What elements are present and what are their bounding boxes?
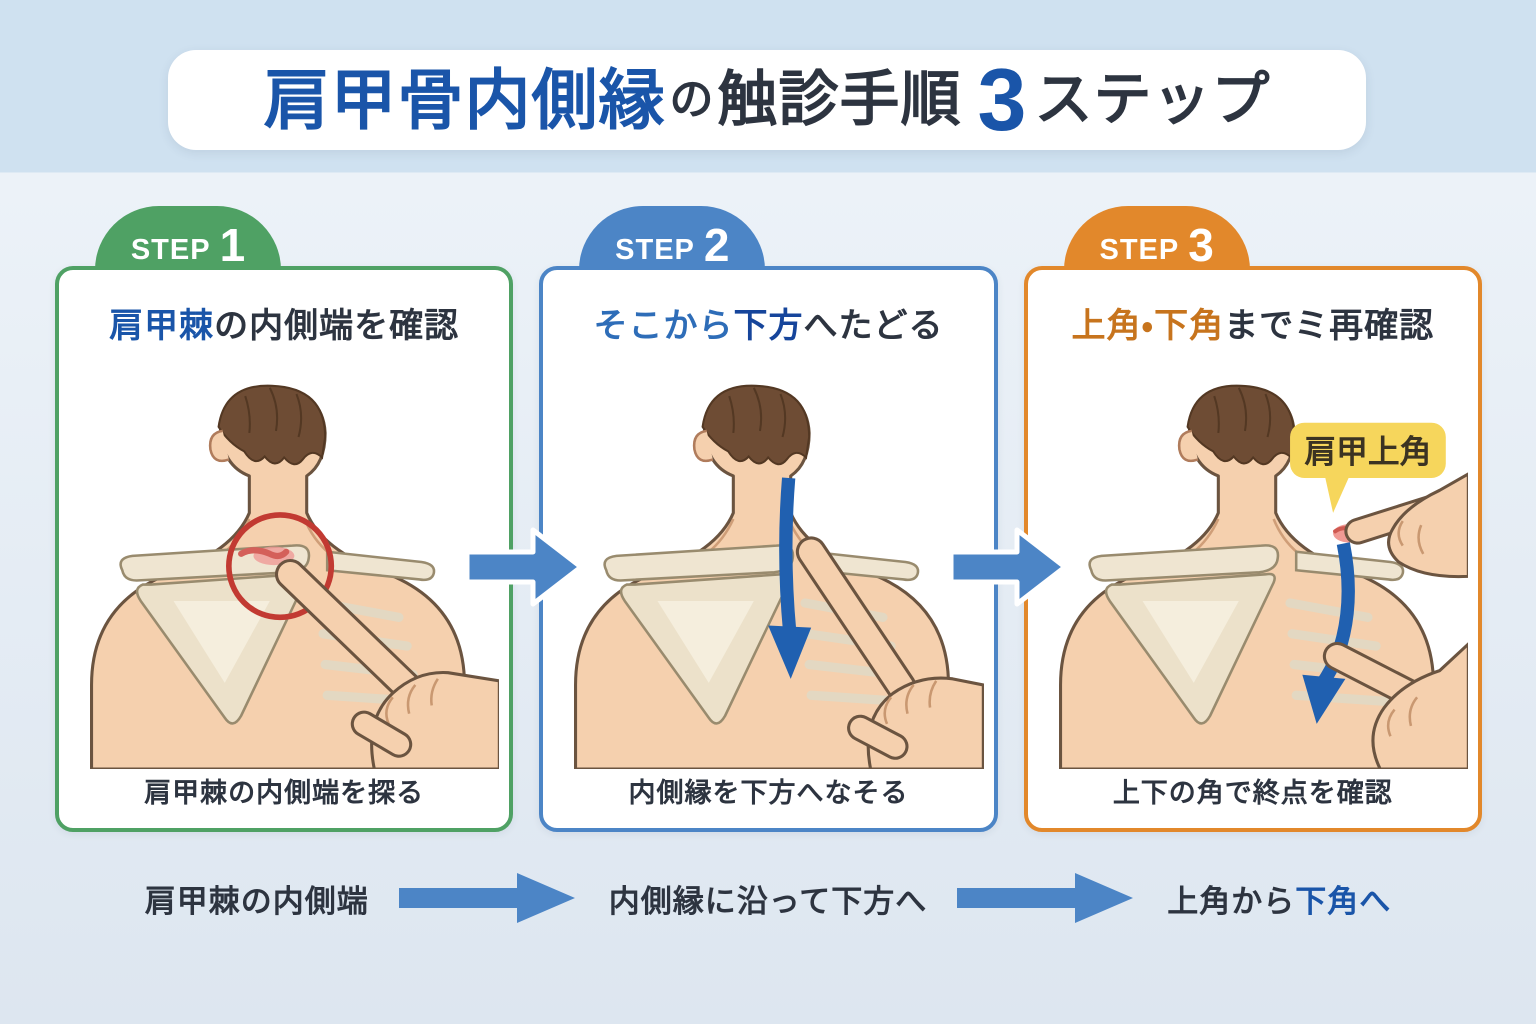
palpating-hand: [796, 536, 984, 769]
step2-caption: 内側縁を下方へなそる: [628, 778, 909, 808]
title-banner: 肩甲骨内側縁 の 触診手順 3 ステップ: [168, 50, 1366, 150]
flow-step3-dark-part: 上角から: [1167, 883, 1296, 919]
step-badge-number: 1: [219, 218, 246, 271]
step3-heading: 上角・下角までミ再確認: [1028, 298, 1478, 347]
flow-step3-label: 上角から下角へ: [1167, 876, 1391, 921]
step-badge-number: 2: [703, 218, 730, 271]
step-badge-label: STEP: [130, 233, 211, 266]
superior-angle-label: 肩甲上角: [1304, 434, 1431, 470]
heading-rest: の内側端を確認: [214, 307, 460, 345]
step3-illustration: 肩甲上角: [1038, 355, 1468, 769]
step1-heading: 肩甲棘の内側端を確認: [59, 298, 509, 347]
flow-step2-label: 内側縁に沿って下方へ: [608, 883, 928, 919]
step1-illustration: [69, 355, 500, 769]
step1-figure: [90, 384, 500, 769]
flow-step1-label: 肩甲棘の内側端: [144, 883, 369, 919]
title-particle: の: [669, 75, 714, 124]
step3-figure: 肩甲上角: [1058, 384, 1468, 769]
title-steps-word: ステップ: [1034, 67, 1271, 132]
heading-highlight: そこから: [593, 307, 734, 345]
step3-caption: 上下の角で終点を確認: [1112, 778, 1393, 808]
downward-arrow: [768, 477, 812, 679]
heading-rest: へたどる: [803, 307, 944, 345]
heading-rest: までミ再確認: [1224, 307, 1435, 345]
step-badge-label: STEP: [1099, 233, 1180, 266]
step2-to-step3-arrow-icon: [951, 527, 1068, 607]
upper-hand: [1344, 472, 1468, 579]
palpating-hand: [274, 558, 500, 769]
heading-highlight: 肩甲棘: [109, 307, 215, 345]
lower-hand: [1322, 641, 1468, 769]
scapular-spine-bone: [1087, 544, 1279, 582]
target-circle-highlight: [226, 512, 335, 621]
step2-illustration: [553, 355, 984, 769]
heading-highlight: 上角・下角: [1071, 307, 1225, 345]
flow-step3-blue-part: 下角へ: [1295, 883, 1392, 919]
title-step-count: 3: [977, 50, 1027, 149]
step-badge-number: 3: [1188, 218, 1214, 271]
title-topic: 肩甲骨内側縁: [263, 63, 666, 137]
flow-arrow-icon: [957, 873, 1134, 923]
step3-card: STEP 3 上角・下角までミ再確認: [1023, 206, 1482, 832]
heading-highlight-2: 下方: [733, 307, 804, 345]
title-procedure: 触診手順: [717, 66, 962, 133]
step2-badge: STEP 2: [579, 206, 766, 271]
scapular-spine-bone: [603, 544, 795, 582]
step2-heading: そこから下方へたどる: [543, 298, 993, 347]
step-badge-label: STEP: [615, 233, 695, 266]
step1-to-step2-arrow-icon: [467, 527, 584, 607]
step3-badge: STEP 3: [1063, 206, 1250, 271]
step2-card: STEP 2 そこから下方へたどる: [539, 206, 998, 832]
flow-arrow-icon: [398, 873, 575, 923]
flow-summary: 肩甲棘の内側端 内側縁に沿って下方へ 上角から下角へ: [0, 866, 1536, 930]
step1-card: STEP 1 肩甲棘の内側端を確認: [55, 206, 514, 832]
superior-angle-label-bubble: 肩甲上角: [1289, 422, 1446, 513]
step1-badge: STEP 1: [95, 206, 281, 270]
step2-figure: [574, 384, 984, 769]
steps-row: STEP 1 肩甲棘の内側端を確認: [55, 206, 1482, 832]
step1-caption: 肩甲棘の内側端を探る: [144, 778, 425, 808]
